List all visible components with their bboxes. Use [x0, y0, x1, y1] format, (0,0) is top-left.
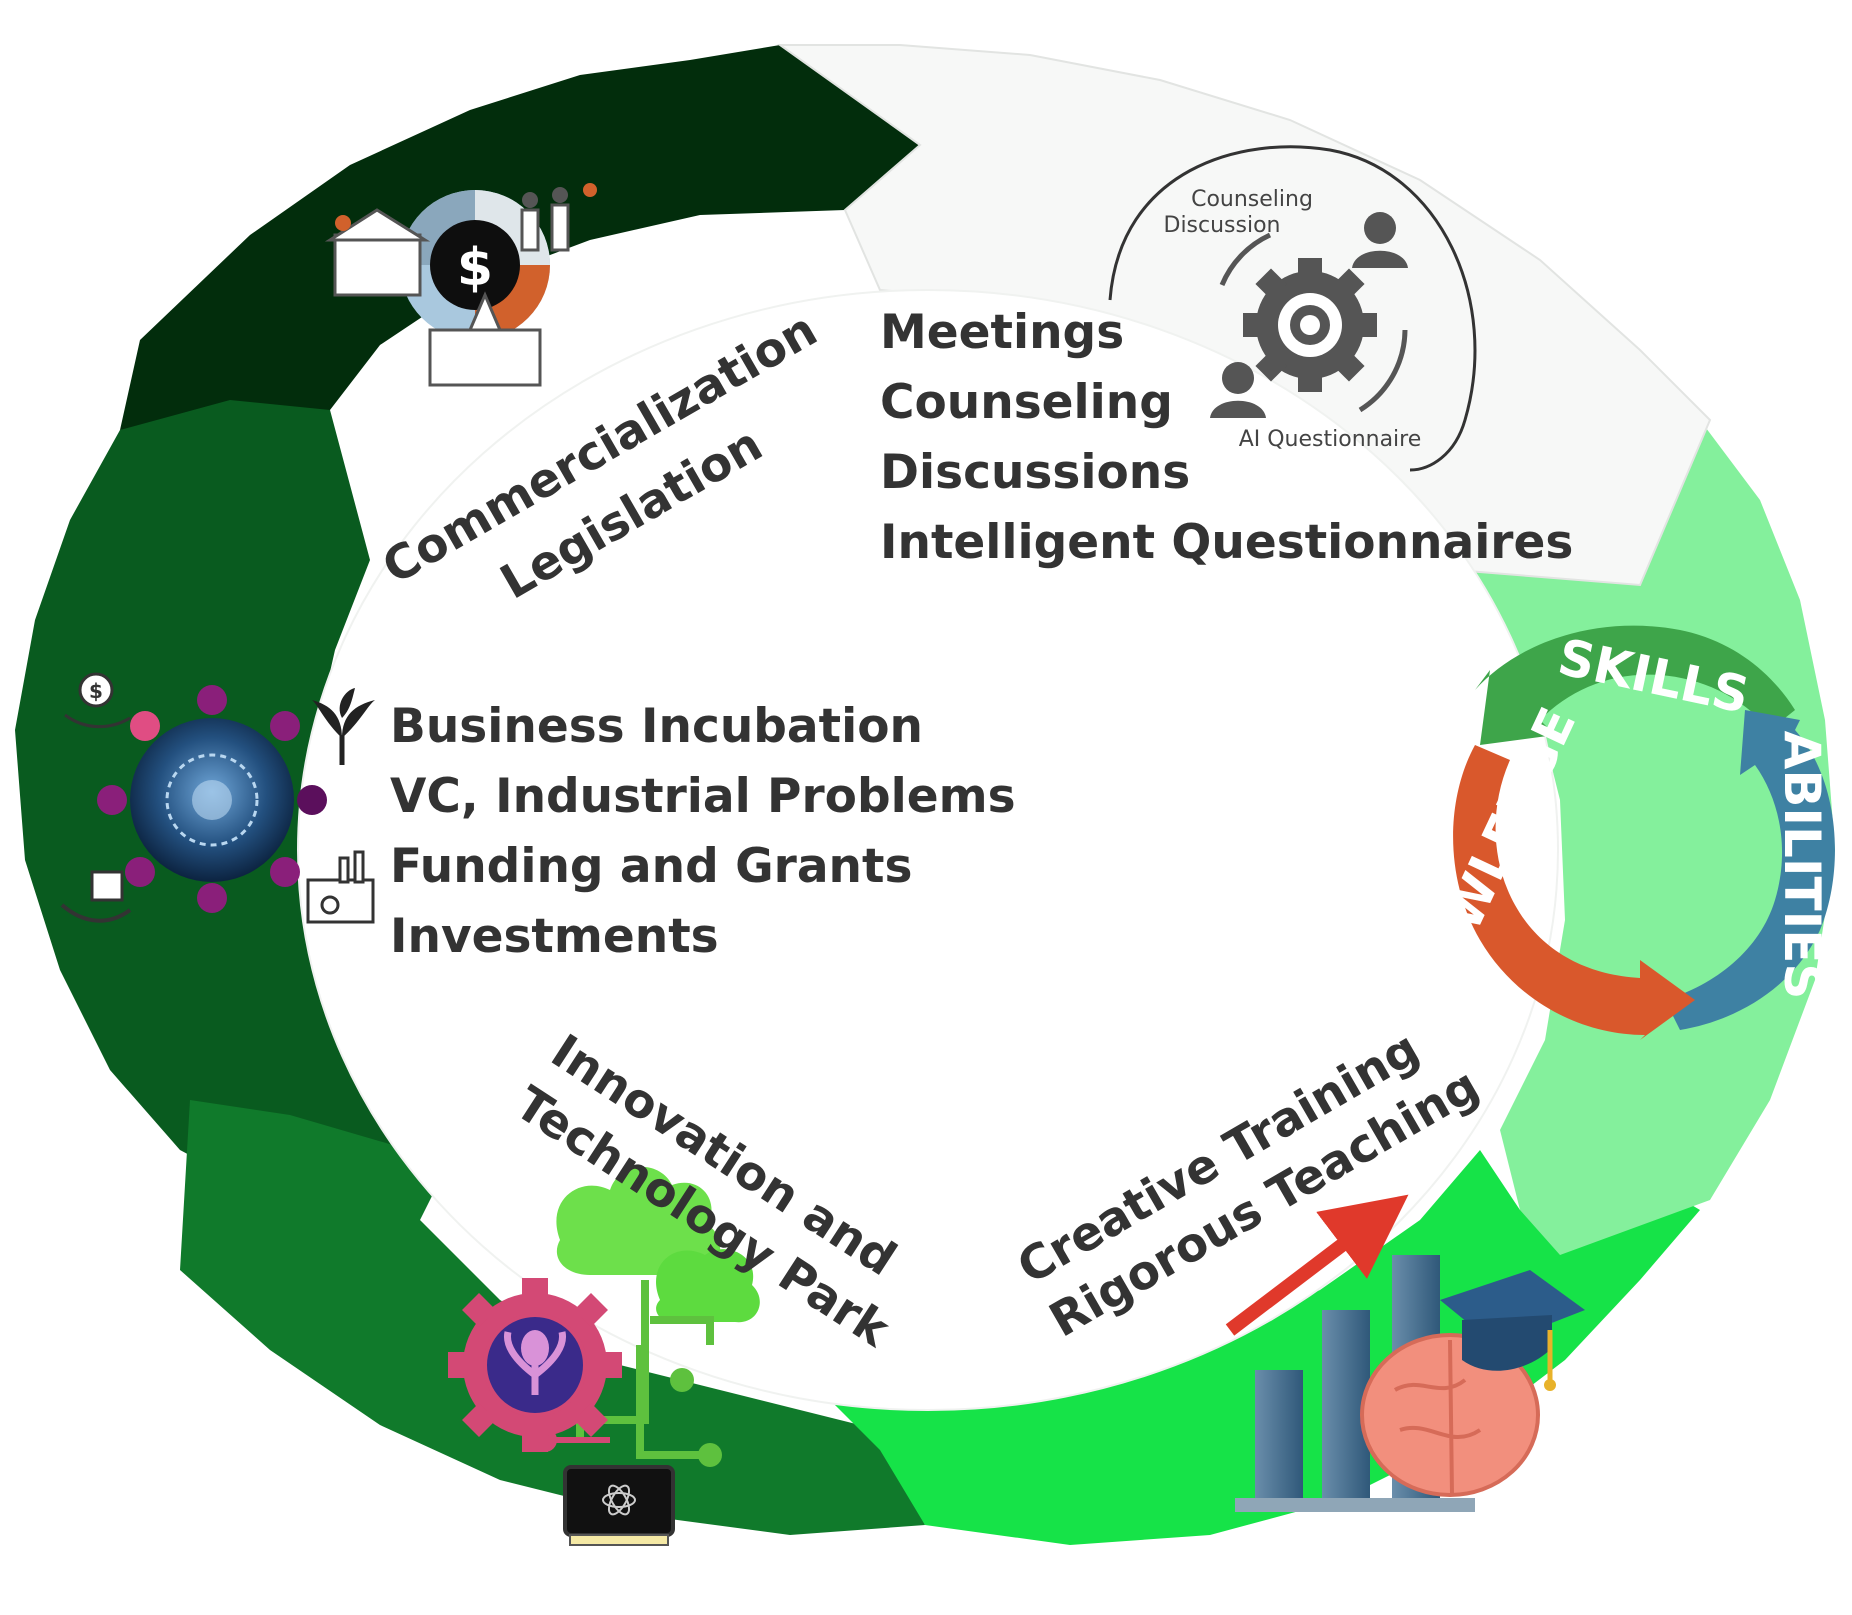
meetings-item-3: Discussions [880, 445, 1190, 500]
meetings-item-1: Meetings [880, 305, 1124, 360]
business-item-2: VC, Industrial Problems [390, 769, 1016, 824]
ai-questionnaire-label: AI Questionnaire [1239, 427, 1422, 452]
business-item-1: Business Incubation [390, 699, 923, 754]
business-item-4: Investments [390, 909, 719, 964]
sprout-icon [312, 688, 375, 765]
counseling-label-2: Discussion [1164, 213, 1281, 238]
training-growth-icon [1225, 1194, 1585, 1512]
counseling-bubble [1108, 145, 1477, 472]
counseling-label-1: Counseling [1191, 187, 1313, 212]
ring-segment-creative-training [830, 1150, 1700, 1545]
svg-text:$: $ [457, 238, 493, 298]
business-list: Business Incubation VC, Industrial Probl… [390, 699, 1016, 964]
innovation-network-icon: $ [60, 672, 327, 923]
meetings-item-2: Counseling [880, 375, 1173, 430]
meetings-list: Meetings Counseling Discussions Intellig… [880, 305, 1573, 570]
business-item-3: Funding and Grants [390, 839, 912, 894]
technology-park-icon [448, 1166, 760, 1546]
ring-segment-technology-park [180, 1100, 925, 1535]
ring-segment-skills-cycle [1455, 420, 1835, 1255]
meetings-item-4: Intelligent Questionnaires [880, 515, 1573, 570]
counseling-gear-icon [1210, 212, 1408, 418]
factory-icon [306, 850, 375, 924]
inner-disc [298, 290, 1558, 1410]
campus-funding-icon: $ [324, 183, 597, 387]
abilities-label: ABILITIES [1773, 731, 1831, 1000]
svg-text:$: $ [89, 679, 103, 703]
